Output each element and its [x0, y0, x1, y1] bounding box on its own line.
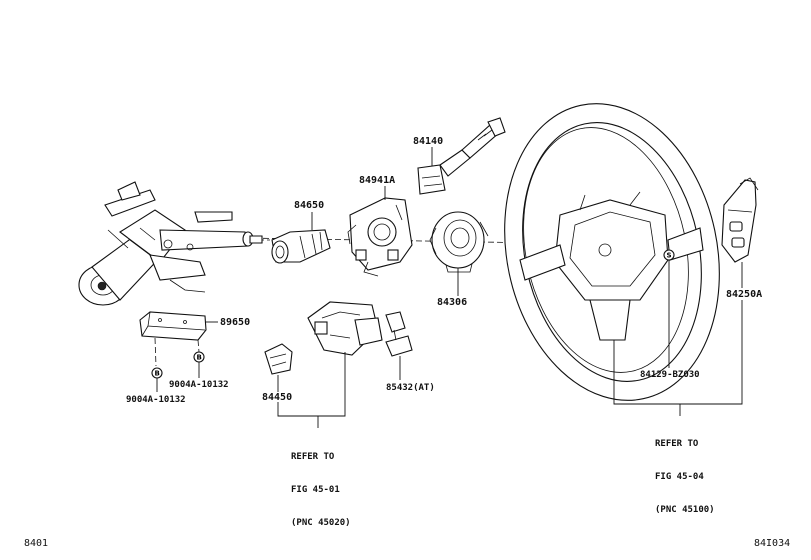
unlock-warning-switch[interactable] [385, 311, 413, 357]
spiral-cable[interactable] [429, 211, 489, 273]
svg-text:B: B [197, 354, 202, 362]
power-steering-ecu[interactable] [139, 311, 207, 341]
note-right-line-2: FIG 45-04 [655, 472, 704, 482]
part-label-84450[interactable]: 84450 [262, 392, 293, 403]
note-left-line-2: FIG 45-01 [291, 485, 340, 495]
steering-pad-switch[interactable] [721, 177, 759, 263]
bracket-right-note [613, 300, 743, 405]
part-label-9004A-right[interactable]: 9004A-10132 [169, 380, 229, 390]
footer-code-left: 8401 [24, 538, 49, 549]
part-label-84650[interactable]: 84650 [294, 200, 325, 211]
reference-note-left: REFER TO FIG 45-01 (PNC 45020) [291, 430, 351, 540]
reference-note-right: REFER TO FIG 45-04 (PNC 45100) [655, 417, 715, 527]
bolt-marker-left: B [151, 367, 163, 379]
steering-wheel[interactable] [478, 83, 746, 420]
headlight-switch[interactable] [271, 229, 331, 264]
part-label-89650[interactable]: 89650 [220, 317, 251, 328]
note-right-line-1: REFER TO [655, 439, 699, 449]
part-label-85432[interactable]: 85432(AT) [386, 383, 435, 393]
part-label-84941A[interactable]: 84941A [359, 175, 396, 186]
part-label-84306[interactable]: 84306 [437, 297, 468, 308]
bolt-marker-right: B [193, 351, 205, 363]
note-right-line-3: (PNC 45100) [655, 505, 715, 515]
footer-code-right: 84I034 [754, 538, 791, 549]
note-left-line-1: REFER TO [291, 452, 335, 462]
part-label-84129[interactable]: 84129-BZ030 [640, 370, 700, 380]
svg-text:S: S [667, 252, 672, 260]
part-label-84140[interactable]: 84140 [413, 136, 444, 147]
steering-lock-switch[interactable] [264, 343, 293, 375]
screw-marker: S [663, 249, 675, 261]
turn-signal-switch-body[interactable] [347, 197, 413, 277]
leader-bolt-right [197, 339, 200, 353]
bracket-left-note [277, 352, 346, 417]
part-label-9004A-left[interactable]: 9004A-10132 [126, 395, 186, 405]
note-left-line-3: (PNC 45020) [291, 518, 351, 528]
wiper-switch[interactable] [417, 117, 506, 195]
leader-bolt-left [154, 337, 157, 367]
svg-text:B: B [155, 370, 160, 378]
steering-column[interactable] [78, 181, 263, 306]
part-label-84250A[interactable]: 84250A [726, 289, 763, 300]
ignition-switch-assembly[interactable] [307, 301, 383, 356]
